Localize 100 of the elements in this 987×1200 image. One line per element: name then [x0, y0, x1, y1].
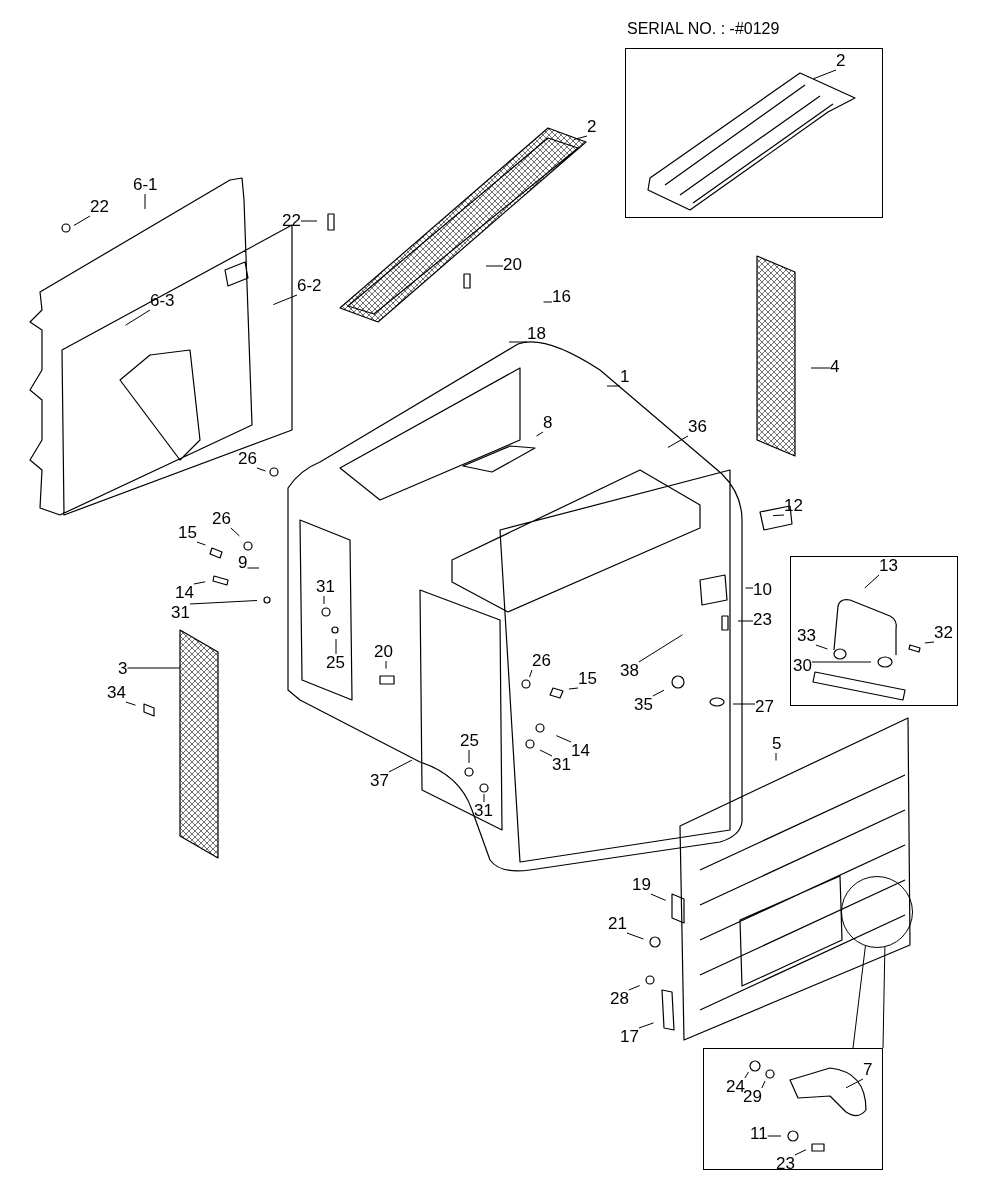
- leader-line: [811, 661, 872, 663]
- callout-number: 16: [552, 288, 571, 306]
- leader-line: [73, 215, 91, 226]
- callout-number: 31: [316, 578, 335, 596]
- callout-number: 30: [793, 657, 812, 675]
- connector-line: [882, 946, 886, 1049]
- callout-number: 37: [370, 772, 389, 790]
- leader-line: [468, 749, 470, 764]
- callout-number: 13: [879, 557, 898, 575]
- leader-line: [508, 341, 528, 343]
- leader-line: [388, 759, 413, 773]
- callout-number: 18: [527, 325, 546, 343]
- leader-line: [650, 893, 667, 901]
- callout-number: 35: [634, 696, 653, 714]
- callout-number: 3: [118, 660, 128, 678]
- callout-number: 24: [726, 1078, 745, 1096]
- callout-number: 2: [587, 118, 597, 136]
- callout-number: 14: [175, 584, 194, 602]
- leader-line: [125, 701, 136, 706]
- callout-number: 2: [836, 52, 846, 70]
- callout-number: 32: [934, 624, 953, 642]
- callout-number: 10: [753, 581, 772, 599]
- callout-number: 34: [107, 684, 126, 702]
- callout-number: 12: [784, 497, 803, 515]
- leader-line: [732, 703, 756, 705]
- callout-number: 27: [755, 698, 774, 716]
- leader-line: [628, 985, 641, 991]
- callout-number: 26: [238, 450, 257, 468]
- leader-line: [761, 1080, 766, 1089]
- callout-number: 28: [610, 990, 629, 1008]
- side-grille-drawing: [179, 629, 219, 859]
- leader-line: [626, 932, 644, 940]
- leader-line: [485, 265, 504, 267]
- callout-number: 31: [171, 604, 190, 622]
- leader-line: [812, 69, 837, 80]
- leader-line: [230, 527, 240, 537]
- leader-line: [667, 435, 689, 448]
- leader-line: [323, 595, 325, 605]
- leader-line: [529, 669, 533, 678]
- leader-line: [536, 431, 544, 437]
- leader-line: [196, 541, 206, 546]
- callout-number: 23: [753, 611, 772, 629]
- callout-number: 22: [282, 212, 301, 230]
- leader-line: [767, 1135, 782, 1137]
- leader-line: [775, 752, 777, 761]
- leader-line: [144, 193, 146, 210]
- callout-number: 8: [543, 414, 553, 432]
- leader-line: [300, 220, 318, 222]
- leader-line: [772, 514, 785, 517]
- callout-number: 33: [797, 627, 816, 645]
- leader-line: [555, 735, 572, 743]
- callout-number: 21: [608, 915, 627, 933]
- leader-line: [638, 1022, 654, 1029]
- leader-line: [924, 641, 935, 644]
- inset-heading: SERIAL NO. : -#0129: [627, 20, 780, 38]
- leader-line: [256, 467, 266, 472]
- callout-number: 5: [772, 735, 782, 753]
- detail-frame: [790, 556, 958, 706]
- leader-line: [189, 600, 258, 605]
- leader-line: [483, 793, 485, 803]
- leader-line: [864, 574, 880, 589]
- callout-number: 20: [503, 256, 522, 274]
- leader-line: [127, 667, 181, 669]
- callout-number: 25: [326, 654, 345, 672]
- leader-line: [845, 1078, 864, 1089]
- leader-line: [272, 294, 298, 306]
- callout-number: 23: [776, 1155, 795, 1173]
- callout-number: 19: [632, 876, 651, 894]
- leader-line: [606, 385, 621, 387]
- leader-line: [335, 638, 337, 655]
- callout-number: 26: [212, 510, 231, 528]
- callout-number: 31: [552, 756, 571, 774]
- leader-line: [737, 620, 754, 622]
- leader-line: [125, 309, 151, 326]
- leader-line: [794, 1149, 807, 1156]
- leader-line: [810, 367, 831, 369]
- callout-number: 6-2: [297, 277, 322, 295]
- callout-number: 1: [620, 368, 630, 386]
- callout-number: 25: [460, 732, 479, 750]
- leader-line: [539, 749, 553, 757]
- leader-line: [193, 581, 206, 585]
- leader-line: [638, 634, 683, 663]
- callout-number: 7: [863, 1061, 873, 1079]
- callout-number: 31: [474, 802, 493, 820]
- leader-line: [568, 687, 579, 690]
- detail-frame: [703, 1048, 883, 1170]
- callout-number: 6-3: [150, 292, 175, 310]
- callout-number: 17: [620, 1028, 639, 1046]
- leader-line: [385, 660, 387, 669]
- callout-number: 22: [90, 198, 109, 216]
- callout-number: 36: [688, 418, 707, 436]
- callout-number: 9: [238, 554, 248, 572]
- connector-line: [852, 945, 866, 1049]
- callout-number: 15: [578, 670, 597, 688]
- callout-number: 11: [750, 1125, 768, 1143]
- leader-line: [573, 135, 588, 141]
- callout-number: 14: [571, 742, 590, 760]
- leader-line: [652, 689, 665, 697]
- callout-number: 4: [830, 358, 840, 376]
- leader-line: [745, 587, 754, 589]
